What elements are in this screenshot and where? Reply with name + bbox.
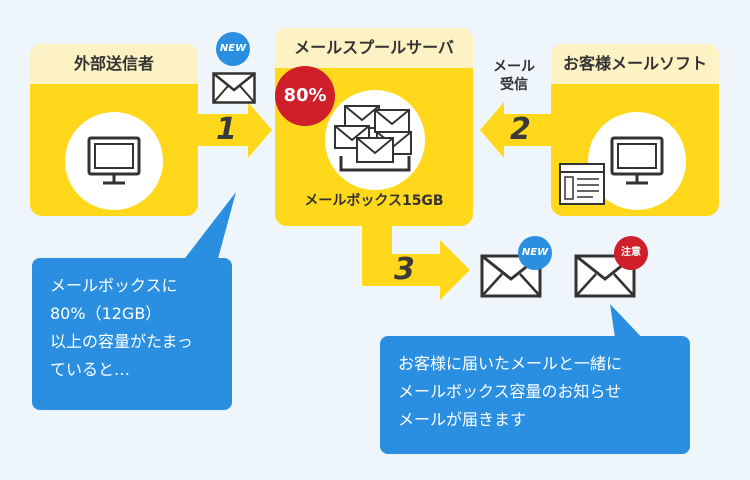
monitor-icon (610, 136, 664, 185)
right-bubble-line1: お客様に届いたメールと一緒に (398, 354, 623, 373)
envelope-icon (212, 72, 256, 104)
arrow-1 (196, 102, 272, 158)
mail-receive-line1: メール (493, 59, 535, 75)
right-bubble-line3: メールが届きます (398, 410, 527, 429)
left-bubble-line3: 以上の容量がたまっ (50, 332, 193, 351)
step-3-number: 3 (394, 252, 415, 287)
left-bubble-tail (182, 192, 236, 266)
new-badge: NEW (216, 32, 250, 66)
right-speech-bubble: お客様に届いたメールと一緒に メールボックス容量のお知らせ メールが届きます (380, 336, 690, 454)
mailbox-capacity-caption: メールボックス15GB (304, 193, 444, 209)
mail-receive-line2: 受信 (500, 77, 528, 93)
left-bubble-line4: ていると… (50, 360, 131, 379)
mail-spool-server-title: メールスプールサーバ (275, 28, 473, 68)
customer-mail-software-title: お客様メールソフト (551, 44, 719, 84)
right-bubble-tail (610, 304, 648, 344)
left-bubble-line1: メールボックスに (50, 276, 178, 295)
new-badge-delivered: NEW (518, 236, 552, 270)
mail-app-window-icon (559, 163, 605, 205)
right-bubble-line2: メールボックス容量のお知らせ (398, 382, 622, 401)
mail-spool-server-box: メールスプールサーバ メールボックス15GB (275, 28, 473, 226)
computer-circle-right (588, 112, 686, 210)
mail-stack-icon (334, 105, 412, 172)
arrow-3 (362, 220, 470, 300)
computer-circle (65, 112, 163, 210)
arrow-2 (480, 102, 560, 158)
mail-receive-label: メール 受信 (484, 58, 544, 94)
caution-badge: 注意 (614, 236, 648, 270)
usage-80-badge: 80% (275, 66, 335, 126)
external-sender-box: 外部送信者 (30, 44, 198, 216)
monitor-icon (87, 136, 141, 185)
left-speech-bubble: メールボックスに 80%（12GB） 以上の容量がたまっ ていると… (32, 258, 232, 410)
step-2-number: 2 (510, 112, 531, 147)
step-1-number: 1 (216, 112, 237, 147)
external-sender-title: 外部送信者 (30, 44, 198, 84)
left-bubble-line2: 80%（12GB） (50, 304, 162, 323)
mailbox-circle (325, 90, 425, 190)
